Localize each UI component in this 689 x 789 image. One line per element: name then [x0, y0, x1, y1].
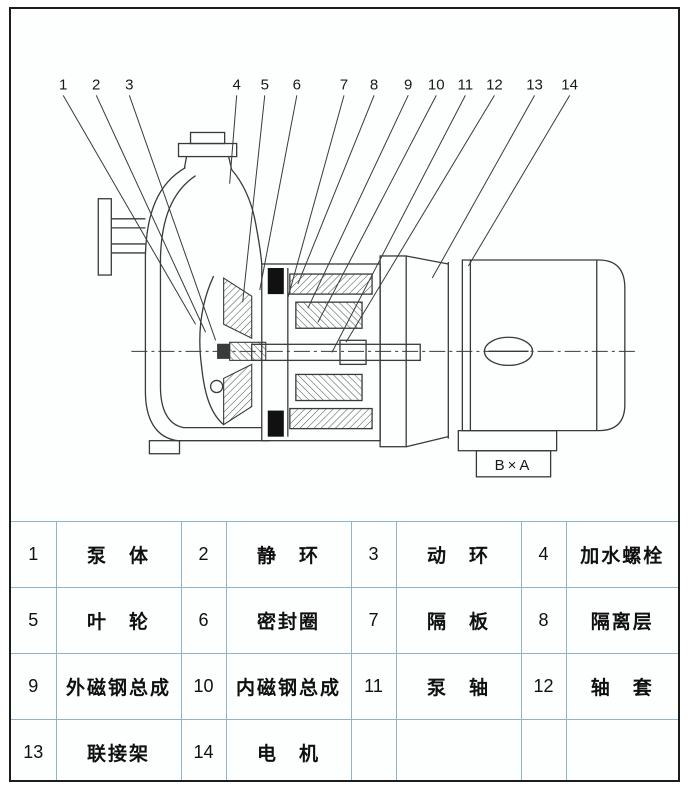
pump-cross-section-diagram: 1 2 3 4 5 6 7 8 9 10 11 12 13 14: [59, 76, 637, 478]
part-number: 2: [180, 521, 227, 588]
callout-12: 12: [486, 76, 503, 93]
inner-magnet-lower: [295, 373, 363, 402]
callout-2: 2: [92, 76, 100, 93]
outer-magnet-lower: [289, 407, 373, 430]
callout-7: 7: [340, 76, 348, 93]
callout-6: 6: [293, 76, 301, 93]
part-name: 内磁钢总成: [225, 653, 352, 720]
part-name: 加水螺栓: [565, 521, 678, 588]
part-name: 外磁钢总成: [55, 653, 182, 720]
isolation-layer-upper: [267, 268, 284, 295]
part-name: 密封圈: [225, 587, 352, 654]
motor-base: B×A: [457, 429, 558, 478]
part-name: 泵 体: [55, 521, 182, 588]
part-name: 静 环: [225, 521, 352, 588]
callout-3: 3: [125, 76, 133, 93]
suction-flange: [97, 198, 146, 276]
callout-5: 5: [261, 76, 269, 93]
part-number: 14: [180, 719, 227, 780]
callout-11: 11: [458, 76, 474, 93]
part-number: [520, 719, 567, 780]
callout-numbers: 1 2 3 4 5 6 7 8 9 10 11 12 13 14: [59, 76, 578, 93]
impeller: [217, 277, 267, 426]
part-name: 联接架: [55, 719, 182, 780]
pump-shaft: [251, 343, 421, 362]
table-row: 5 叶 轮 6 密封圈 7 隔 板 8 隔离层: [11, 587, 678, 654]
part-number: [350, 719, 397, 780]
part-number: 5: [11, 587, 57, 654]
outer-magnet-upper: [289, 273, 373, 295]
part-number: 12: [520, 653, 567, 720]
part-number: 1: [11, 521, 57, 588]
part-number: 3: [350, 521, 397, 588]
part-number: 8: [520, 587, 567, 654]
magnetic-coupling: [251, 263, 421, 442]
table-row: 9 外磁钢总成 10 内磁钢总成 11 泵 轴 12 轴 套: [11, 653, 678, 720]
part-number: 10: [180, 653, 227, 720]
part-name: 电 机: [225, 719, 352, 780]
part-number: 11: [350, 653, 397, 720]
part-number: 9: [11, 653, 57, 720]
motor: [461, 259, 626, 432]
part-name: [395, 719, 522, 780]
callout-4: 4: [232, 76, 240, 93]
part-number: 7: [350, 587, 397, 654]
part-name: [565, 719, 678, 780]
drawing-area: 1 2 3 4 5 6 7 8 9 10 11 12 13 14: [11, 9, 678, 521]
pump-casing: [144, 167, 270, 455]
callout-13: 13: [526, 76, 543, 93]
part-name: 叶 轮: [55, 587, 182, 654]
table-row: 13 联接架 14 电 机: [11, 719, 678, 780]
base-size-box: [475, 450, 552, 478]
callout-leader-lines: [62, 95, 571, 353]
callout-14: 14: [561, 76, 578, 93]
base-size-label: B×A: [495, 457, 533, 474]
table-row: 1 泵 体 2 静 环 3 动 环 4 加水螺栓: [11, 521, 678, 588]
callout-10: 10: [428, 76, 445, 93]
parts-table: 1 泵 体 2 静 环 3 动 环 4 加水螺栓 5 叶 轮 6 密封圈 7 隔…: [11, 521, 678, 780]
shaft-sleeve: [339, 339, 367, 366]
inner-magnet-upper: [295, 301, 363, 329]
callout-1: 1: [59, 76, 67, 93]
page-frame: 1 2 3 4 5 6 7 8 9 10 11 12 13 14: [9, 7, 680, 782]
part-number: 4: [520, 521, 567, 588]
part-name: 动 环: [395, 521, 522, 588]
part-number: 13: [11, 719, 57, 780]
part-name: 泵 轴: [395, 653, 522, 720]
part-number: 6: [180, 587, 227, 654]
connecting-frame: [379, 255, 449, 448]
part-name: 隔离层: [565, 587, 678, 654]
isolation-layer-lower: [267, 410, 284, 437]
part-name: 轴 套: [565, 653, 678, 720]
callout-9: 9: [404, 76, 412, 93]
part-name: 隔 板: [395, 587, 522, 654]
callout-8: 8: [370, 76, 378, 93]
filler-bolt-flange: [177, 131, 238, 170]
